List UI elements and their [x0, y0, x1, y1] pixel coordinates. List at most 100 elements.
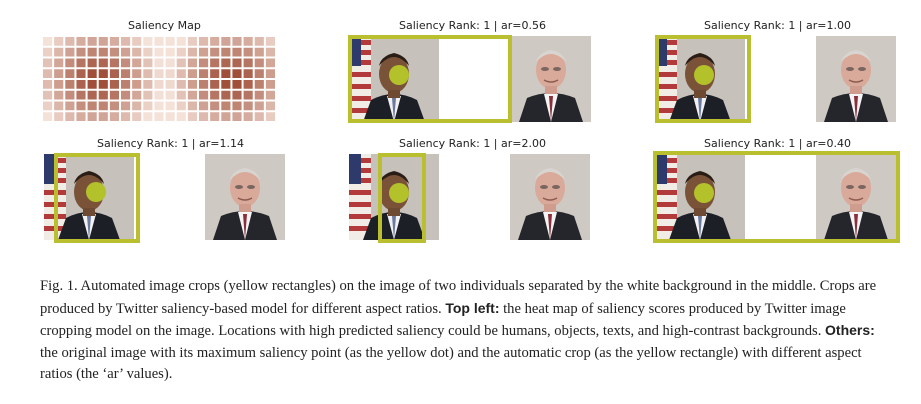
heatmap-cell — [176, 90, 186, 100]
heatmap-cell — [65, 47, 75, 57]
heatmap-cell — [132, 101, 142, 111]
heatmap-cell — [187, 58, 197, 68]
heatmap-cell — [265, 80, 275, 89]
heatmap-cell — [143, 47, 153, 57]
heatmap-cell — [76, 69, 86, 78]
heatmap-cell — [243, 69, 253, 78]
panel-title: Saliency Rank: 1 | ar=0.56 — [399, 19, 546, 32]
panel-title: Saliency Rank: 1 | ar=1.14 — [97, 137, 244, 150]
heatmap-cell — [165, 47, 175, 57]
heatmap-cell — [187, 47, 197, 57]
crop-rectangle — [378, 153, 426, 243]
heatmap-cell — [132, 47, 142, 57]
heatmap-cell — [176, 101, 186, 111]
crop-rectangle — [655, 35, 751, 123]
heatmap-cell — [232, 47, 242, 57]
heatmap-cell — [98, 112, 108, 121]
heatmap-cell — [154, 112, 164, 121]
caption-others-label: Others: — [825, 322, 875, 338]
heatmap-cell — [199, 58, 209, 68]
heatmap-cell — [199, 101, 209, 111]
heatmap-cell — [54, 47, 64, 57]
heatmap-cell — [243, 90, 253, 100]
heatmap-cell — [165, 80, 175, 89]
crop-rectangle — [653, 151, 900, 243]
heatmap-cell — [210, 37, 220, 46]
caption-top-left-label: Top left: — [445, 299, 500, 316]
heatmap-cell — [210, 90, 220, 100]
heatmap-cell — [232, 58, 242, 68]
heatmap-cell — [87, 47, 97, 57]
heatmap-cell — [210, 112, 220, 121]
heatmap-cell — [243, 112, 253, 121]
heatmap-cell — [243, 101, 253, 111]
heatmap-cell — [265, 101, 275, 111]
heatmap-cell — [187, 112, 197, 121]
heatmap-cell — [154, 58, 164, 68]
heatmap-cell — [187, 101, 197, 111]
heatmap-cell — [76, 80, 86, 89]
heatmap-cell — [232, 101, 242, 111]
heatmap-cell — [254, 101, 264, 111]
heatmap-cell — [176, 80, 186, 89]
heatmap-cell — [143, 90, 153, 100]
heatmap-cell — [254, 69, 264, 78]
heatmap-cell — [254, 58, 264, 68]
heatmap-cell — [132, 90, 142, 100]
heatmap-cell — [43, 112, 53, 121]
heatmap-cell — [265, 37, 275, 46]
heatmap-cell — [254, 37, 264, 46]
heatmap-cell — [65, 90, 75, 100]
heatmap-cell — [109, 47, 119, 57]
heatmap-cell — [221, 37, 231, 46]
heatmap-cell — [254, 112, 264, 121]
heatmap-cell — [121, 101, 131, 111]
heatmap-cell — [232, 69, 242, 78]
heatmap-cell — [43, 58, 53, 68]
heatmap-cell — [143, 80, 153, 89]
heatmap-cell — [199, 80, 209, 89]
heatmap-cell — [121, 90, 131, 100]
heatmap-cell — [87, 37, 97, 46]
heatmap-cell — [232, 37, 242, 46]
heatmap-cell — [154, 101, 164, 111]
heatmap-cell — [87, 112, 97, 121]
heatmap-cell — [221, 58, 231, 68]
heatmap-cell — [143, 58, 153, 68]
crop-rectangle — [54, 153, 140, 243]
heatmap-cell — [165, 69, 175, 78]
heatmap-cell — [265, 69, 275, 78]
heatmap-cell — [199, 90, 209, 100]
heatmap-cell — [65, 101, 75, 111]
heatmap-cell — [254, 47, 264, 57]
heatmap-cell — [132, 80, 142, 89]
heatmap-cell — [232, 112, 242, 121]
heatmap-cell — [109, 37, 119, 46]
heatmap-cell — [265, 112, 275, 121]
panel-title: Saliency Rank: 1 | ar=1.00 — [704, 19, 851, 32]
heatmap-cell — [109, 90, 119, 100]
heatmap-cell — [165, 58, 175, 68]
heatmap-cell — [98, 101, 108, 111]
heatmap-cell — [76, 112, 86, 121]
heatmap-cell — [98, 80, 108, 89]
heatmap-cell — [221, 80, 231, 89]
heatmap-cell — [65, 69, 75, 78]
heatmap-cell — [176, 69, 186, 78]
heatmap-cell — [121, 112, 131, 121]
heatmap-cell — [199, 37, 209, 46]
heatmap-cell — [98, 90, 108, 100]
figure-caption: Fig. 1. Automated image crops (yellow re… — [40, 276, 890, 386]
heatmap-cell — [187, 69, 197, 78]
heatmap-cell — [98, 69, 108, 78]
heatmap-cell — [254, 80, 264, 89]
heatmap-cell — [54, 80, 64, 89]
heatmap-cell — [243, 37, 253, 46]
heatmap-cell — [65, 80, 75, 89]
heatmap-cell — [98, 37, 108, 46]
heatmap-cell — [54, 58, 64, 68]
caption-text-1: Automated image crops (yellow rectangles… — [40, 278, 877, 317]
saliency-point — [389, 65, 409, 85]
heatmap-cell — [43, 69, 53, 78]
heatmap-cell — [109, 80, 119, 89]
